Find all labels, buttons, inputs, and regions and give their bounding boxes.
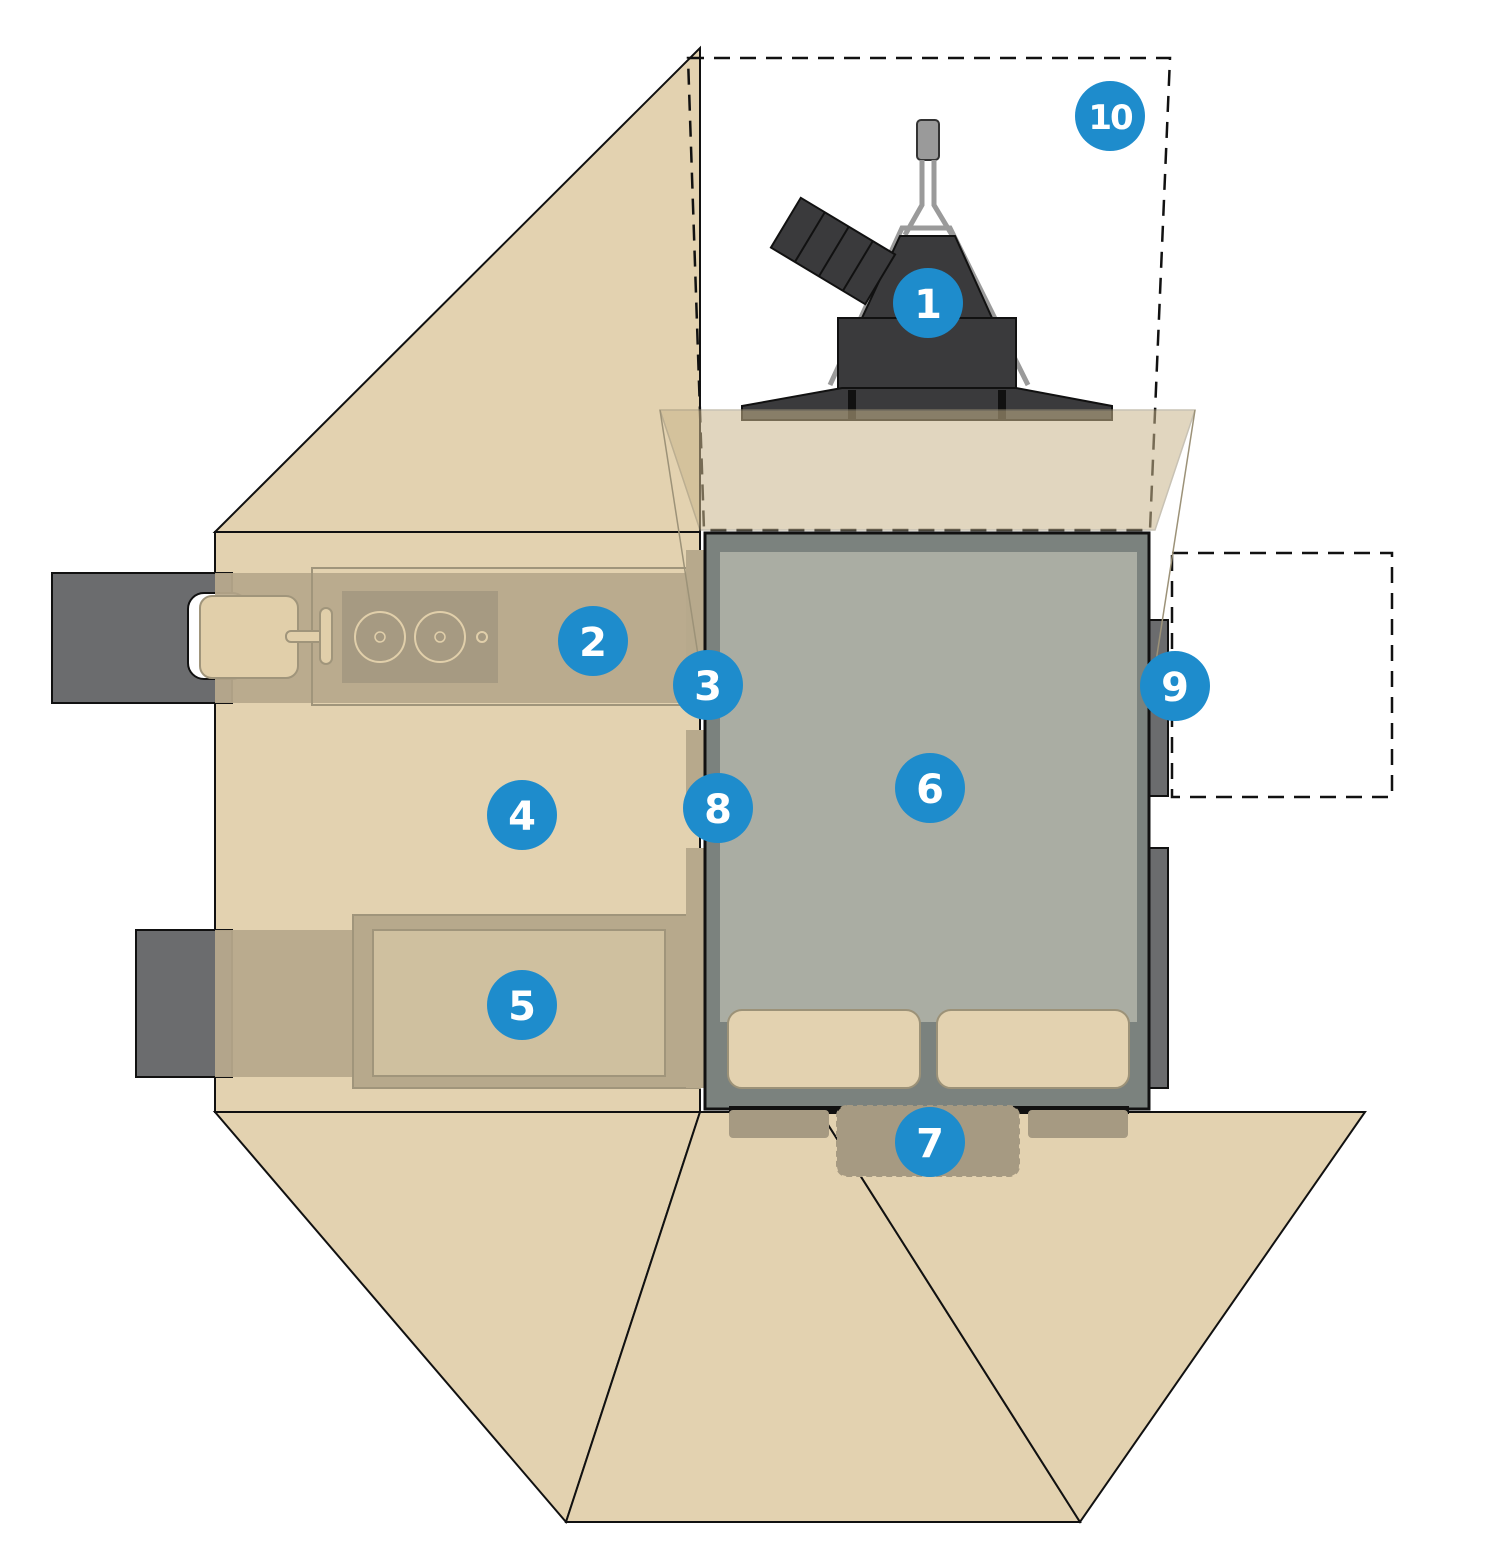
svg-text:5: 5: [508, 984, 536, 1030]
roof-tent-dashed-outline: [686, 56, 1172, 532]
svg-text:3: 3: [694, 664, 722, 710]
pillow-left: [727, 1009, 921, 1089]
svg-text:10: 10: [1088, 98, 1133, 138]
solar-panel: [769, 196, 897, 306]
side-spacer-upper: [686, 550, 708, 680]
badge-2: 2: [558, 606, 628, 676]
storage-module: [135, 550, 708, 1089]
rear-mast-frame: [827, 160, 1031, 387]
rear-tent-canopy: [658, 409, 1197, 531]
vehicle: [703, 531, 1169, 1114]
badge-4: 4: [487, 780, 557, 850]
svg-text:6: 6: [916, 767, 944, 813]
rear-tent-guy-line-right: [1149, 409, 1196, 701]
rear-mast: [916, 119, 940, 161]
badge-9: 9: [1140, 651, 1210, 721]
rear-strut-right: [998, 390, 1006, 420]
rear-strut-left: [848, 390, 856, 420]
burner-right: [414, 611, 466, 663]
svg-text:7: 7: [916, 1121, 944, 1167]
badge-3: 3: [673, 650, 743, 720]
sink: [199, 595, 299, 679]
svg-text:4: 4: [508, 794, 536, 840]
side-spacer-lower: [686, 848, 708, 1088]
badge-10: 10: [1075, 81, 1145, 151]
faucet-body: [319, 607, 333, 665]
svg-text:9: 9: [1161, 665, 1189, 711]
burner-left-center: [374, 631, 386, 643]
pillow-right: [936, 1009, 1130, 1089]
vehicle-right-side-panel: [1147, 847, 1169, 1089]
burner-left: [354, 611, 406, 663]
badge-5: 5: [487, 970, 557, 1040]
badge-8: 8: [683, 773, 753, 843]
stove-knob: [476, 631, 488, 643]
svg-text:8: 8: [704, 787, 732, 833]
step-right: [1028, 1110, 1128, 1138]
badge-1: 1: [893, 268, 963, 338]
burner-right-center: [434, 631, 446, 643]
badges: 1 2 3 4 5 6 7 8: [487, 81, 1210, 1177]
step-left: [729, 1110, 829, 1138]
stovetop: [342, 591, 498, 683]
badge-6: 6: [895, 753, 965, 823]
badge-7: 7: [895, 1107, 965, 1177]
svg-text:2: 2: [579, 620, 607, 666]
svg-text:1: 1: [914, 282, 942, 328]
awning-top-left-panel: [212, 45, 701, 533]
